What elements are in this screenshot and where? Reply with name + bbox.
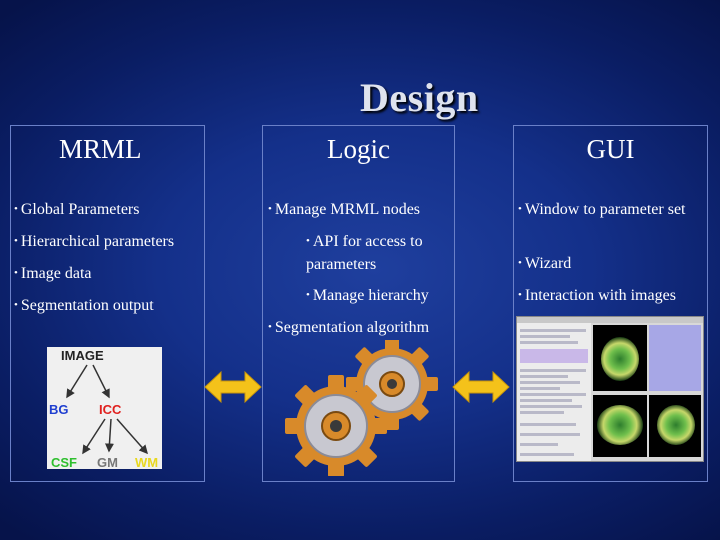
screenshot-axial-view	[593, 325, 647, 391]
slicer-gui-screenshot	[516, 316, 704, 462]
logic-bullet-segmentation-algorithm: Segmentation algorithm	[268, 317, 429, 340]
tree-edge-icc-csf	[82, 418, 106, 455]
tree-node-bg: BG	[49, 402, 69, 417]
tree-edge-icc-gm	[104, 418, 114, 453]
tree-node-csf: CSF	[51, 455, 77, 470]
mrml-bullet-global-parameters: Global Parameters	[14, 199, 140, 222]
gui-bullet-window-to-parameter-set: Window to parameter set	[518, 199, 702, 222]
tree-node-gm: GM	[97, 455, 118, 470]
mrml-bullet-image-data: Image data	[14, 263, 92, 286]
hierarchy-tree-diagram: IMAGE BG ICC CSF GM WM	[47, 347, 162, 470]
double-arrow-icon-mrml-logic	[204, 370, 262, 404]
mrml-bullet-segmentation-output: Segmentation output	[14, 295, 154, 318]
tree-node-icc: ICC	[99, 402, 122, 417]
logic-bullet-manage-hierarchy: Manage hierarchy	[306, 285, 429, 308]
gui-heading: GUI	[586, 134, 635, 164]
screenshot-module-panel	[517, 323, 591, 461]
slide-title: Design	[360, 75, 479, 120]
logic-bullet-api-access: API for access to parameters	[306, 231, 456, 275]
tree-node-image: IMAGE	[61, 348, 104, 363]
tree-node-wm: WM	[135, 455, 159, 470]
screenshot-3d-view	[649, 325, 701, 391]
logic-bullet-manage-mrml-nodes: Manage MRML nodes	[268, 199, 420, 222]
screenshot-coronal-view	[649, 395, 701, 457]
gui-bullet-wizard: Wizard	[518, 253, 571, 276]
mrml-panel: MRML	[10, 125, 205, 482]
mrml-bullet-hierarchical-parameters: Hierarchical parameters	[14, 231, 174, 254]
mrml-heading: MRML	[59, 134, 142, 164]
screenshot-sagittal-view	[593, 395, 647, 457]
logic-heading: Logic	[327, 134, 390, 164]
logic-panel: Logic	[262, 125, 455, 482]
gui-bullet-interaction-with-images: Interaction with images	[518, 285, 676, 308]
tree-edge-image-bg	[66, 364, 88, 399]
tree-edge-icc-wm	[116, 418, 148, 455]
double-arrow-icon-logic-gui	[452, 370, 510, 404]
gears-icon	[285, 340, 438, 476]
gui-panel: GUI	[513, 125, 708, 482]
tree-edge-image-icc	[92, 364, 110, 399]
tree-arrows	[66, 364, 148, 455]
screenshot-menubar	[517, 317, 703, 323]
